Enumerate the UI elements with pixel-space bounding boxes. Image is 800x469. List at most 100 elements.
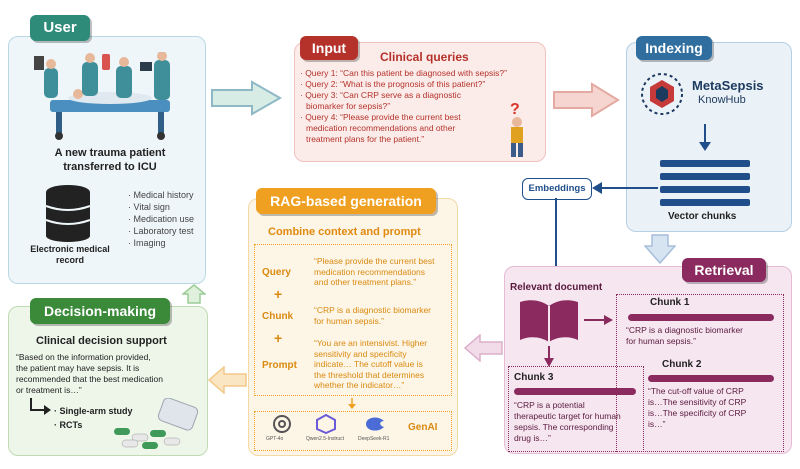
pills-bottle-icon — [114, 398, 199, 449]
record-items: · Medical history · Vital sign · Medicat… — [128, 189, 194, 249]
decision-title: Clinical decision support — [36, 335, 167, 347]
patient-caption: A new trauma patient transferred to ICU — [20, 146, 200, 174]
arrow-retrieval-to-rag-icon — [464, 334, 503, 362]
rag-subtitle: Combine context and prompt — [268, 226, 421, 238]
vector-chunks-icon — [660, 160, 750, 206]
rag-query-label: Query — [262, 267, 291, 278]
evidence-arrow-icon — [30, 398, 51, 415]
document-book-icon — [520, 300, 578, 342]
decision-quote-line: or treatment is…” — [16, 385, 82, 395]
decision-quote-line: recommended that the best medication — [16, 374, 163, 384]
rag-query-text-line: medication recommendations — [314, 266, 426, 277]
chunk3-text-line: drug is…” — [514, 433, 551, 443]
arrow-book-to-chunk3-icon — [544, 346, 554, 367]
query-line: · Query 2: “What is the prognosis of thi… — [300, 79, 486, 89]
arrow-input-to-indexing-icon — [553, 82, 620, 118]
arrow-decision-to-user-icon — [182, 284, 206, 304]
chunk3-dotted-frame — [508, 366, 644, 452]
user-tag: User — [30, 15, 90, 41]
vector-chunks-label: Vector chunks — [668, 211, 737, 222]
arrow-book-to-chunk1-icon — [584, 315, 613, 325]
kb-sub: KnowHub — [698, 94, 746, 106]
user-panel — [8, 36, 206, 284]
chunk2-title: Chunk 2 — [662, 359, 702, 370]
chunk1-text-line: for human sepsis.” — [626, 336, 696, 346]
rag-prompt-text-line: whether the indicator…” — [314, 380, 405, 390]
model-name-gpt: GPT-4o — [266, 436, 284, 442]
decision-quote-line: the patient may have sepsis. It is — [16, 363, 140, 373]
indexing-tag: Indexing — [636, 36, 712, 60]
chunk2-text-line: is…The sensitivity of CRP — [648, 397, 747, 407]
genai-dotted-frame — [254, 411, 452, 451]
metasepsis-logo-icon — [641, 73, 683, 115]
rag-prompt-text-line: indicate… The cutoff value is — [314, 359, 423, 369]
arrow-indexing-to-retrieval-icon — [644, 234, 676, 264]
query-list: · Query 1: “Can this patient be diagnose… — [300, 68, 540, 145]
model-name-deepseek: DeepSeek-R1 — [358, 436, 390, 442]
emr-label: Electronic medical record — [20, 244, 120, 266]
chunk1-text: “CRP is a diagnostic biomarker for human… — [626, 325, 743, 347]
rag-context-dotted-frame — [254, 244, 452, 396]
rag-prompt-text: “You are an intensivist. Higher sensitiv… — [314, 338, 427, 391]
patient-caption-line1: A new trauma patient — [54, 147, 166, 159]
chunk3-bar — [514, 388, 636, 395]
embeddings-box: Embeddings — [522, 178, 592, 200]
rag-prompt-text-line: sensitivity and specificity — [314, 348, 407, 359]
chunk1-text-line: “CRP is a diagnostic biomarker — [626, 325, 743, 335]
arrow-down-icon — [348, 398, 356, 409]
plus-sign: + — [274, 286, 283, 302]
rag-query-text: “Please provide the current best medicat… — [314, 256, 434, 288]
rag-chunk-text-line: for human sepsis.” — [314, 315, 384, 326]
kb-name: MetaSepsis — [692, 78, 764, 93]
rag-query-text-line: and other treatment plans.” — [314, 277, 417, 287]
arrow-user-to-input-icon — [211, 80, 282, 116]
plus-sign: + — [274, 330, 283, 346]
svg-text:?: ? — [510, 101, 520, 118]
deepseek-logo-icon — [366, 417, 384, 431]
rag-prompt-text-line: “You are an intensivist. Higher — [314, 338, 428, 348]
chunk2-bar — [648, 375, 774, 382]
clinical-queries-title: Clinical queries — [380, 50, 469, 64]
query-line: treatment plans for the patient.” — [306, 134, 425, 144]
retrieval-tag: Retrieval — [682, 258, 766, 282]
record-item: · Medication use — [128, 214, 195, 224]
decision-tag: Decision-making — [30, 298, 170, 324]
evidence-item: · Single-arm study — [54, 406, 133, 416]
rag-chunk-label: Chunk — [262, 311, 294, 322]
rag-query-text-line: “Please provide the current best — [314, 256, 435, 266]
record-item: · Vital sign — [128, 202, 170, 212]
chunk1-bar — [628, 314, 774, 321]
query-line: · Query 3: “Can CRP serve as a diagnosti… — [300, 90, 461, 100]
query-line: biomarker for sepsis?” — [306, 101, 391, 111]
evidence-item: · RCTs — [54, 420, 83, 430]
rag-chunk-text: “CRP is a diagnostic biomarker for human… — [314, 305, 431, 326]
chunk1-title: Chunk 1 — [650, 297, 690, 308]
chunk2-text-line: “The cut-off value of CRP — [648, 386, 744, 396]
rag-tag: RAG-based generation — [256, 188, 436, 214]
query-line: · Query 4: “Please provide the current b… — [300, 112, 461, 122]
arrow-vector-to-embeddings-icon — [592, 182, 658, 194]
decision-quote: “Based on the information provided, the … — [16, 352, 163, 396]
emr-label-line2: record — [55, 255, 84, 265]
qwen-logo-icon — [316, 414, 336, 434]
patient-caption-line2: transferred to ICU — [63, 161, 157, 173]
chunk3-text-line: therapeutic target for human — [514, 411, 621, 421]
gpt-logo-icon — [273, 415, 291, 433]
chunk3-text-line: “CRP is a potential — [514, 400, 585, 410]
chunk3-title: Chunk 3 — [514, 372, 554, 383]
rag-prompt-label: Prompt — [262, 360, 297, 371]
record-item: · Medical history — [128, 190, 194, 200]
decision-quote-line: “Based on the information provided, — [16, 352, 151, 362]
record-item: · Laboratory test — [128, 226, 194, 236]
model-name-qwen: Qwen2.5-Instruct — [306, 436, 345, 442]
rag-prompt-text-line: the threshold that determines — [314, 369, 425, 380]
input-panel — [294, 42, 546, 162]
arrow-rag-to-decision-icon — [208, 366, 247, 394]
input-tag: Input — [300, 36, 358, 60]
query-line: medication recommendations and other — [306, 123, 456, 133]
chunk1-dotted-frame — [616, 294, 784, 452]
database-icon — [45, 185, 91, 242]
confused-person-icon: ? — [510, 101, 523, 157]
emr-label-line1: Electronic medical — [30, 244, 110, 254]
rag-chunk-text-line: “CRP is a diagnostic biomarker — [314, 305, 431, 315]
